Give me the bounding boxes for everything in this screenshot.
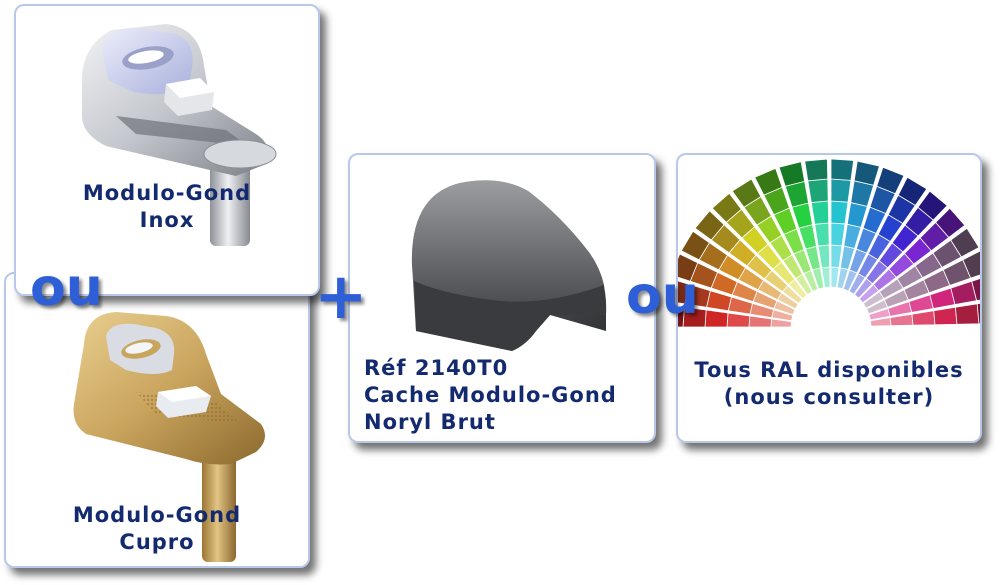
ral-swatch <box>976 302 980 325</box>
ral-swatch <box>694 210 725 241</box>
ral-swatch <box>830 158 855 181</box>
ral-swatch <box>754 167 783 196</box>
card-ral: Tous RAL disponibles (nous consulter) <box>676 153 982 443</box>
ral-swatch <box>704 309 729 328</box>
inox-hinge-icon <box>81 24 277 246</box>
plus-connector: + <box>314 260 368 334</box>
noryl-cover-icon <box>411 180 607 351</box>
ral-swatch <box>678 280 690 305</box>
ral-swatch <box>731 178 762 208</box>
ral-swatch <box>876 166 905 195</box>
ral-swatch <box>807 178 829 203</box>
ral-swatch <box>711 192 742 223</box>
ou-left-connector: ou <box>30 258 103 318</box>
ral-swatch <box>853 160 880 186</box>
ral-swatch <box>911 310 936 326</box>
ou-right-connector: ou <box>626 266 699 326</box>
ral-swatch <box>917 190 948 221</box>
ral-label: Tous RAL disponibles (nous consulter) <box>694 358 964 409</box>
ral-swatch <box>897 176 928 206</box>
ral-swatch <box>830 178 852 203</box>
ral-swatch <box>830 200 849 225</box>
ral-swatch <box>810 200 830 225</box>
cupro-hinge-icon <box>73 312 265 562</box>
cache-label: Réf 2140T0 Cache Modulo-Gond Noryl Brut <box>364 356 617 434</box>
card-inox: Modulo-Gond Inox <box>14 4 320 296</box>
ral-swatch <box>950 227 980 258</box>
ral-swatch <box>678 305 685 328</box>
ral-swatch <box>962 250 980 279</box>
ral-swatch <box>778 161 806 187</box>
card-cupro: Modulo-Gond Cupro <box>4 272 310 568</box>
card-cache: Réf 2140T0 Cache Modulo-Gond Noryl Brut <box>348 153 656 443</box>
ral-swatch <box>830 222 846 247</box>
cupro-label: Modulo-Gond Cupro <box>72 503 242 554</box>
ral-swatch <box>935 207 966 238</box>
ral-swatch <box>680 230 710 261</box>
ral-swatch <box>804 158 829 182</box>
inox-label: Modulo-Gond Inox <box>82 181 252 232</box>
ral-swatch <box>814 222 830 247</box>
ral-swatch <box>726 312 751 328</box>
ral-color-fan-icon <box>678 158 980 328</box>
ral-swatch <box>971 278 980 302</box>
ral-swatch <box>748 315 772 328</box>
ral-swatch <box>678 253 699 282</box>
ral-swatch <box>830 244 843 268</box>
ral-swatch <box>955 303 980 325</box>
ral-swatch <box>933 306 958 326</box>
